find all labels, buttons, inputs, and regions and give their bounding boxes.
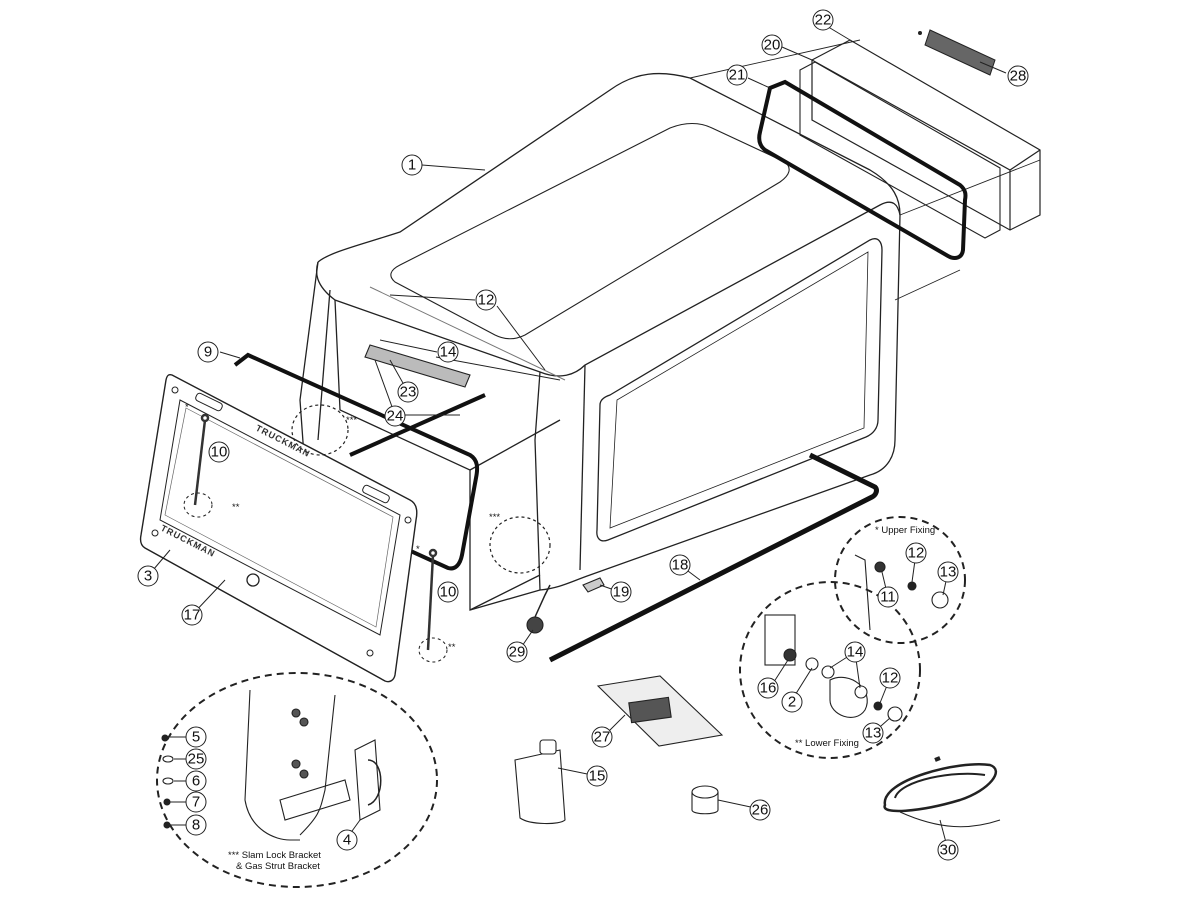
svg-text:10: 10	[211, 444, 228, 461]
svg-text:17: 17	[184, 607, 201, 624]
triple-star-mark-upper: ***	[346, 415, 357, 426]
callout-14-lower: 14	[844, 641, 866, 663]
double-star-mark-right: **	[448, 642, 456, 653]
callout-30: 30	[937, 839, 959, 861]
svg-text:6: 6	[192, 773, 200, 790]
slam-lock-note-line2: & Gas Strut Bracket	[236, 861, 320, 872]
callout-23: 23	[397, 381, 419, 403]
svg-text:24: 24	[387, 408, 404, 425]
callout-10-top: 10	[208, 441, 230, 463]
callout-5: 5	[185, 726, 207, 748]
callout-15: 15	[586, 765, 608, 787]
callout-12-lower: 12	[879, 667, 901, 689]
svg-text:26: 26	[752, 802, 769, 819]
callout-10-bottom: 10	[437, 581, 459, 603]
svg-text:8: 8	[192, 817, 200, 834]
svg-text:1: 1	[408, 157, 416, 174]
svg-text:4: 4	[343, 832, 351, 849]
callout-12-upper: 12	[905, 542, 927, 564]
svg-text:14: 14	[440, 344, 457, 361]
small-parts	[364, 286, 1001, 828]
callout-26: 26	[749, 799, 771, 821]
svg-text:19: 19	[613, 584, 630, 601]
callout-16: 16	[757, 677, 779, 699]
callout-3: 3	[137, 565, 159, 587]
svg-text:9: 9	[204, 344, 212, 361]
svg-text:23: 23	[400, 384, 417, 401]
callout-7: 7	[185, 791, 207, 813]
callout-24: 24	[384, 405, 406, 427]
callout-8: 8	[185, 814, 207, 836]
upper-fixing-note: * Upper Fixing	[875, 525, 935, 536]
double-star-mark-left: **	[232, 502, 240, 513]
svg-text:14: 14	[847, 644, 864, 661]
svg-text:15: 15	[589, 768, 606, 785]
svg-text:29: 29	[509, 644, 526, 661]
callout-bubbles: 1 22 20 21 28 12 9 14 23 24 10 10 3 17 2…	[137, 9, 1029, 861]
svg-text:25: 25	[188, 751, 205, 768]
svg-text:11: 11	[880, 589, 896, 606]
callout-2: 2	[781, 691, 803, 713]
single-star-mark-left: *	[185, 402, 189, 413]
callout-25: 25	[185, 748, 207, 770]
lower-fixing-note: ** Lower Fixing	[795, 738, 859, 749]
svg-text:13: 13	[865, 725, 882, 742]
svg-text:22: 22	[815, 12, 832, 29]
part-28-strip	[918, 29, 996, 76]
callout-13-lower: 13	[862, 722, 884, 744]
callout-29: 29	[506, 641, 528, 663]
svg-text:16: 16	[760, 680, 777, 697]
slam-lock-detail	[156, 672, 438, 888]
lower-fixing-detail	[739, 581, 921, 759]
svg-text:13: 13	[940, 564, 957, 581]
callout-20: 20	[761, 34, 783, 56]
slam-lock-bracket-detail	[161, 689, 382, 841]
slam-lock-note-line1: *** Slam Lock Bracket	[228, 850, 321, 861]
callout-19: 19	[610, 581, 632, 603]
callout-9: 9	[197, 341, 219, 363]
fixing-hardware	[764, 554, 949, 722]
callout-4: 4	[336, 829, 358, 851]
svg-text:12: 12	[478, 292, 495, 309]
notes: * Upper Fixing ** Lower Fixing *** Slam …	[185, 402, 935, 872]
single-star-mark-right: *	[416, 544, 420, 555]
svg-text:30: 30	[940, 842, 957, 859]
tailgate: TRUCKMAN TRUCKMAN	[139, 373, 418, 683]
svg-text:21: 21	[729, 67, 746, 84]
svg-text:28: 28	[1010, 68, 1027, 85]
callout-17: 17	[181, 604, 203, 626]
svg-text:5: 5	[192, 729, 200, 746]
svg-text:10: 10	[440, 584, 457, 601]
tailgate-seal	[231, 352, 486, 571]
callout-18: 18	[669, 554, 691, 576]
triple-star-mark-lower: ***	[489, 512, 500, 523]
canopy-shell	[299, 39, 1041, 611]
upper-fixing-detail	[834, 516, 966, 644]
gas-struts	[193, 413, 438, 651]
callout-14: 14	[437, 341, 459, 363]
callout-1: 1	[401, 154, 423, 176]
svg-text:12: 12	[908, 545, 925, 562]
svg-text:20: 20	[764, 37, 781, 54]
body-seal	[548, 452, 879, 663]
svg-text:7: 7	[192, 794, 200, 811]
callout-11: 11	[877, 586, 899, 608]
detail-circles	[156, 404, 966, 888]
svg-text:12: 12	[882, 670, 899, 687]
callout-12: 12	[475, 289, 497, 311]
svg-text:18: 18	[672, 557, 689, 574]
svg-text:3: 3	[144, 568, 152, 585]
svg-text:27: 27	[594, 729, 611, 746]
callout-28: 28	[1007, 65, 1029, 87]
callout-27: 27	[591, 726, 613, 748]
callout-21: 21	[726, 64, 748, 86]
svg-text:2: 2	[788, 694, 796, 711]
callout-6: 6	[185, 770, 207, 792]
callout-22: 22	[812, 9, 834, 31]
callout-13-upper: 13	[937, 561, 959, 583]
